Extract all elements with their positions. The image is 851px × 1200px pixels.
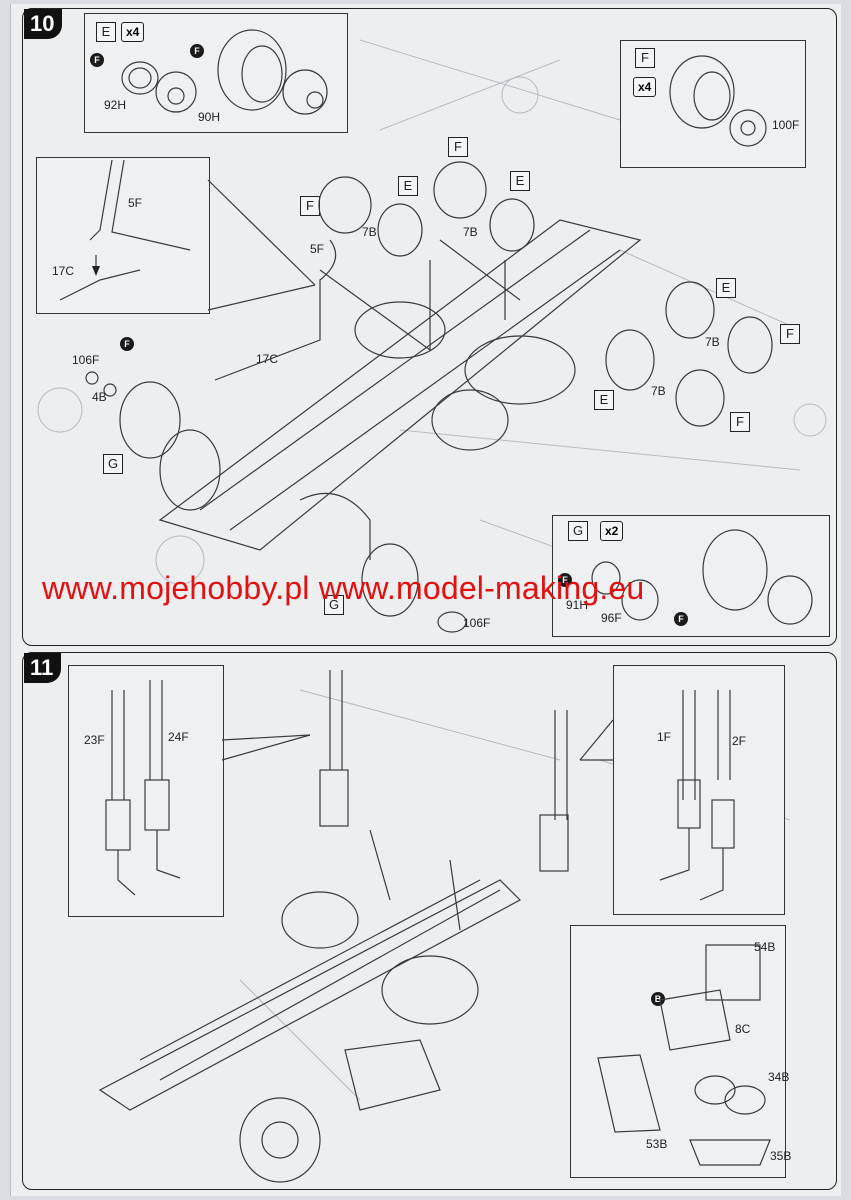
step-11-number: 11: [24, 653, 62, 683]
part-label: 4B: [92, 390, 107, 404]
part-label: 23F: [84, 733, 105, 747]
inset-f-letter: F: [635, 48, 655, 68]
glue-badge: B: [651, 992, 665, 1006]
part-label: 8C: [735, 1022, 751, 1036]
step10-wheels: [85, 161, 773, 633]
glue-badge: F: [558, 573, 572, 587]
wheel-label: E: [510, 171, 530, 191]
step-10-number: 10: [24, 9, 63, 39]
part-label: 54B: [754, 940, 776, 954]
detail-pipe-drawing: [59, 159, 316, 311]
glue-badge: F: [90, 53, 104, 67]
glue-badge: F: [190, 44, 204, 58]
inset-f-count: x4: [633, 77, 657, 97]
part-label: 90H: [198, 110, 221, 124]
wheel-label: F: [780, 324, 800, 344]
inset-f-parts: [669, 55, 767, 147]
inset-e-parts: [121, 29, 328, 115]
battery-inset-parts: [597, 944, 771, 1166]
inset-exhaust-left: [68, 665, 224, 917]
inset-exhaust-right: [613, 665, 785, 915]
part-label: 96F: [601, 611, 622, 625]
inset-wheel-g: [552, 515, 830, 637]
part-label: 91H: [566, 598, 589, 612]
glue-badge: F: [120, 337, 134, 351]
wheel-label: G: [324, 595, 344, 615]
part-label: 53B: [646, 1137, 668, 1151]
step-11-panel: [22, 652, 837, 1190]
part-label: 7B: [362, 225, 377, 239]
inset-g-letter: G: [568, 521, 588, 541]
watermark-text: www.mojehobby.pl www.model-making.eu: [42, 570, 645, 606]
part-label: 92H: [104, 98, 127, 112]
part-label: 7B: [463, 225, 478, 239]
part-label: 106F: [72, 353, 100, 367]
part-label: 34B: [768, 1070, 790, 1084]
step11-left-exhaust: [105, 680, 311, 896]
inset-battery-box: [570, 925, 786, 1178]
wheel-label: F: [730, 412, 750, 432]
step10-chassis: [158, 219, 642, 560]
glue-badge: F: [674, 612, 688, 626]
part-label: 100F: [772, 118, 800, 132]
inset-g-count: x2: [600, 521, 624, 541]
inset-e-letter: E: [96, 22, 116, 42]
part-label: 106F: [463, 616, 491, 630]
part-label: 7B: [705, 335, 720, 349]
wheel-label: E: [716, 278, 736, 298]
inset-detail-pipe: [36, 157, 210, 314]
step11-right-exhaust: [579, 690, 735, 901]
inset-e-count: x4: [121, 22, 145, 42]
wheel-label: G: [103, 454, 123, 474]
part-label: 24F: [168, 730, 189, 744]
step11-chassis: [98, 670, 569, 1183]
step-10-panel: [22, 8, 837, 646]
part-label: 5F: [310, 242, 325, 256]
inset-g-parts: [591, 529, 813, 625]
part-label: 5F: [128, 196, 143, 210]
wheel-label: E: [594, 390, 614, 410]
wheel-label: F: [448, 137, 468, 157]
part-label: 35B: [770, 1149, 792, 1163]
part-label: 2F: [732, 734, 747, 748]
part-label: 7B: [651, 384, 666, 398]
part-label: 1F: [657, 730, 672, 744]
wheel-label: E: [398, 176, 418, 196]
part-label: 17C: [52, 264, 75, 278]
